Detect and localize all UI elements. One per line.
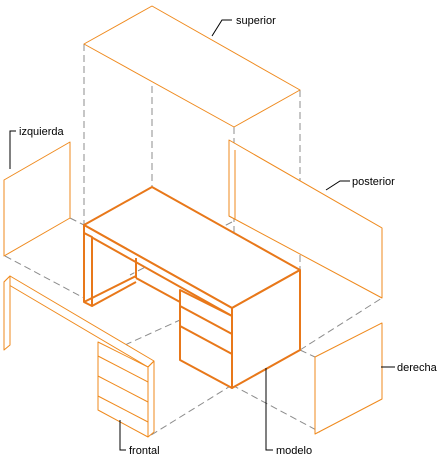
view-frontal — [3, 275, 155, 438]
view-derecha — [314, 322, 383, 435]
label-posterior: posterior — [352, 176, 395, 188]
view-superior — [83, 5, 301, 128]
label-izquierda: izquierda — [19, 126, 65, 138]
leader-lines — [9, 19, 395, 451]
label-frontal: frontal — [129, 445, 160, 457]
desk-model — [83, 186, 301, 389]
label-superior: superior — [236, 15, 276, 27]
label-derecha: derecha — [397, 362, 438, 374]
view-posterior — [228, 139, 383, 299]
view-izquierda — [3, 141, 71, 257]
label-modelo: modelo — [276, 445, 312, 457]
